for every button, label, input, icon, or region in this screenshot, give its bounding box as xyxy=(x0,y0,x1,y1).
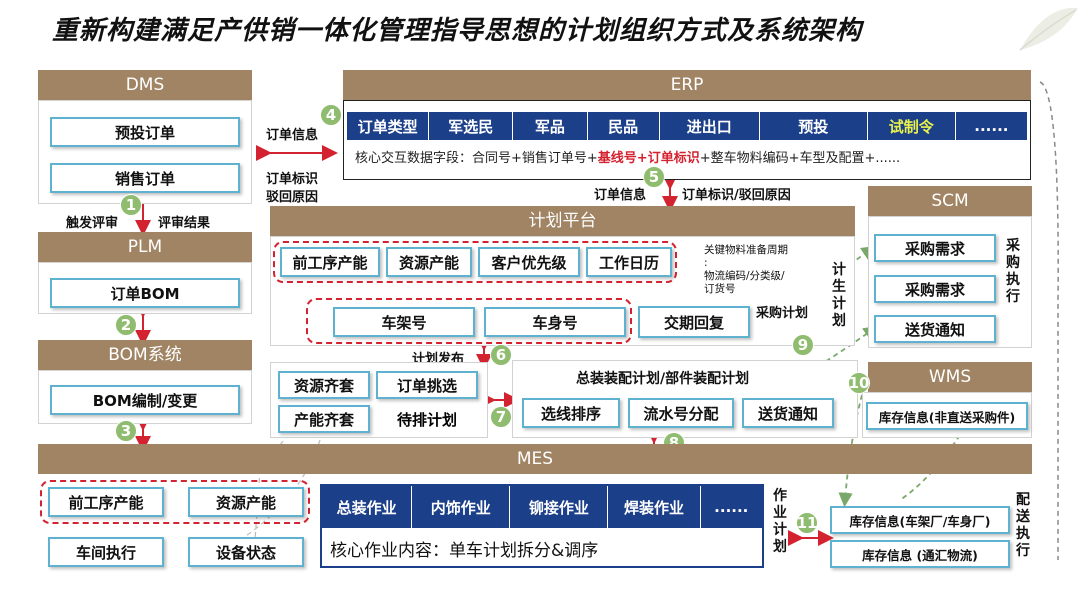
assembly-serial-allocation[interactable]: 流水号分配 xyxy=(628,398,734,428)
erp-cell-trial-order[interactable]: 试制令 xyxy=(867,112,956,140)
mes-equipment-status[interactable]: 设备状态 xyxy=(188,537,304,567)
scm-purchase-execution: 采购执行 xyxy=(1006,238,1020,305)
assembly-line-sequencing[interactable]: 选线排序 xyxy=(522,398,620,428)
leaf-decoration xyxy=(1019,7,1078,51)
note-line2: 订货号 xyxy=(704,283,736,295)
plan-purchase-plan: 采购计划 xyxy=(756,306,809,321)
step-1-badge: 1 xyxy=(120,194,142,216)
dms-item-sales-order[interactable]: 销售订单 xyxy=(50,163,240,193)
wms-inventory-info[interactable]: 库存信息(非直送采购件) xyxy=(866,402,1028,430)
plan-resource-ready[interactable]: 资源齐套 xyxy=(278,371,370,399)
plm-header: PLM xyxy=(38,232,252,262)
step-6-badge: 6 xyxy=(490,344,512,366)
bom-header: BOM系统 xyxy=(38,340,252,370)
step-2-badge: 2 xyxy=(115,314,137,336)
plan-capacity-ready[interactable]: 产能齐套 xyxy=(278,405,370,433)
step-3-badge: 3 xyxy=(115,420,137,442)
inventory-tonghui-logistics[interactable]: 库存信息 (通汇物流) xyxy=(830,540,1010,568)
plan-customer-priority[interactable]: 客户优先级 xyxy=(478,247,580,277)
label-review-result: 评审结果 xyxy=(158,216,211,231)
erp-cell-military[interactable]: 军品 xyxy=(513,112,588,140)
note-title: 关键物料准备周期 xyxy=(704,244,788,256)
erp-cell-civil[interactable]: 民品 xyxy=(587,112,660,140)
erp-type-row: 订单类型 军选民 军品 民品 进出口 预投 试制令 ...... xyxy=(347,112,1028,140)
scm-header: SCM xyxy=(868,186,1032,216)
plan-key-material-note: 关键物料准备周期 : 物流编码/分类级/ 订货号 xyxy=(704,244,824,314)
mes-work-row: 总装作业 内饰作业 铆接作业 焊装作业 ...... xyxy=(322,486,762,528)
step-4-badge: 4 xyxy=(320,104,342,126)
erp-core-highlight: 基线号+订单标识 xyxy=(597,151,700,166)
step-10-badge: 10 xyxy=(848,372,870,394)
assembly-delivery-notice[interactable]: 送货通知 xyxy=(742,398,834,428)
label-generate-plan: 计生计划 xyxy=(832,262,846,329)
erp-core-fields: 核心交互数据字段：合同号+销售订单号+基线号+订单标识+整车物料编码+车型及配置… xyxy=(355,147,1025,169)
mes-riveting[interactable]: 铆接作业 xyxy=(510,486,609,528)
plm-item-order-bom[interactable]: 订单BOM xyxy=(50,278,240,308)
note-line1: 物流编码/分类级/ xyxy=(704,270,785,282)
label-order-flag-reject-2: 订单标识/驳回原因 xyxy=(682,188,791,203)
plan-body-number[interactable]: 车身号 xyxy=(484,307,626,337)
mes-shop-execution[interactable]: 车间执行 xyxy=(48,537,164,567)
scm-purchase-demand-1[interactable]: 采购需求 xyxy=(874,234,996,262)
label-order-info-2: 订单信息 xyxy=(594,188,647,203)
plan-header: 计划平台 xyxy=(270,206,855,236)
plan-resource-capacity[interactable]: 资源产能 xyxy=(386,247,472,277)
label-trigger-review: 触发评审 xyxy=(66,216,119,231)
label-order-flag-1: 订单标识 xyxy=(266,172,319,187)
label-reject-reason-1: 驳回原因 xyxy=(266,190,319,205)
erp-cell-import-export[interactable]: 进出口 xyxy=(659,112,760,140)
mes-capacity-group xyxy=(40,480,310,524)
erp-header: ERP xyxy=(343,70,1031,100)
plan-delivery-reply[interactable]: 交期回复 xyxy=(638,306,750,338)
mes-interior[interactable]: 内饰作业 xyxy=(412,486,511,528)
plan-frame-number[interactable]: 车架号 xyxy=(333,307,475,337)
plan-order-select[interactable]: 订单挑选 xyxy=(376,371,478,399)
erp-cell-order-type[interactable]: 订单类型 xyxy=(347,112,430,140)
bom-item-edit[interactable]: BOM编制/变更 xyxy=(50,385,240,415)
mes-more[interactable]: ...... xyxy=(700,486,762,528)
mes-header: MES xyxy=(38,444,1032,474)
note-colon: : xyxy=(704,257,708,269)
dms-header: DMS xyxy=(38,70,252,100)
plan-row1-group xyxy=(273,241,677,283)
inventory-frame-body-plant[interactable]: 库存信息(车架厂/车身厂) xyxy=(830,506,1010,534)
step-9-badge: 9 xyxy=(792,334,814,356)
erp-cell-more[interactable]: ...... xyxy=(955,112,1028,140)
label-order-info-1: 订单信息 xyxy=(266,128,319,143)
mes-work-plan: 作业计划 xyxy=(773,488,787,555)
delivery-execution: 配送执行 xyxy=(1016,492,1030,559)
plan-row2-group xyxy=(306,298,632,344)
wms-header: WMS xyxy=(868,362,1032,392)
scm-delivery-notice[interactable]: 送货通知 xyxy=(874,315,996,343)
step-11-badge: 11 xyxy=(796,512,818,534)
plan-work-calendar[interactable]: 工作日历 xyxy=(586,247,672,277)
mes-core-content: 核心作业内容：单车计划拆分&调序 xyxy=(330,540,599,561)
dms-item-preorder[interactable]: 预投订单 xyxy=(50,117,240,147)
page-title: 重新构建满足产供销一体化管理指导思想的计划组织方式及系统架构 xyxy=(52,16,863,46)
plan-pre-process-capacity[interactable]: 前工序产能 xyxy=(280,247,380,277)
scm-purchase-demand-2[interactable]: 采购需求 xyxy=(874,275,996,303)
mes-pre-process-capacity[interactable]: 前工序产能 xyxy=(48,487,164,517)
erp-core-suffix: +整车物料编码+车型及配置+...... xyxy=(699,151,901,166)
assembly-title: 总装装配计划/部件装配计划 xyxy=(576,371,750,387)
erp-cell-military-civil[interactable]: 军选民 xyxy=(429,112,514,140)
plan-pending-plan: 待排计划 xyxy=(396,410,457,429)
mes-welding[interactable]: 焊装作业 xyxy=(608,486,701,528)
step-5-badge: 5 xyxy=(643,166,665,188)
erp-cell-preinvest[interactable]: 预投 xyxy=(759,112,868,140)
erp-core-prefix: 核心交互数据字段：合同号+销售订单号+ xyxy=(355,151,598,166)
mes-resource-capacity[interactable]: 资源产能 xyxy=(188,487,304,517)
mes-final-assembly[interactable]: 总装作业 xyxy=(322,486,413,528)
step-7-badge: 7 xyxy=(490,406,512,428)
